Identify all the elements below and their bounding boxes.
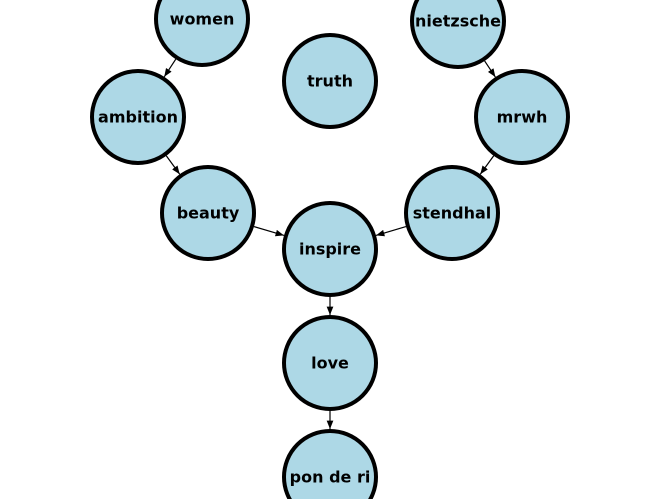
node-label: ambition (98, 108, 178, 127)
node-label: nietzsche (415, 12, 501, 31)
edge-beauty-to-inspire (253, 226, 285, 237)
node-inspire: inspire (282, 201, 378, 297)
node-beauty: beauty (160, 165, 256, 261)
edge-mrwh-to-stendhal (479, 155, 495, 175)
node-stendhal: stendhal (404, 165, 500, 261)
node-label: pon de ri (290, 468, 371, 487)
node-circle (160, 165, 256, 261)
node-circle (154, 0, 250, 67)
node-ambition: ambition (90, 69, 186, 165)
node-pon-de-ri: pon de ri (282, 429, 378, 499)
edge-nietzsche-to-mrwh (484, 60, 496, 78)
nodes-layer: women nietzsche truth ambition mrwh beauty ste… (90, 0, 570, 499)
node-circle (282, 429, 378, 499)
node-truth: truth (282, 33, 378, 129)
node-nietzsche: nietzsche (410, 0, 506, 69)
edge-stendhal-to-inspire (375, 226, 407, 237)
node-love: love (282, 315, 378, 411)
node-label: truth (307, 72, 353, 91)
edges-layer (163, 58, 496, 429)
node-label: women (170, 10, 235, 29)
edge-women-to-ambition (163, 58, 177, 78)
node-circle (474, 69, 570, 165)
node-label: stendhal (413, 204, 492, 223)
node-label: love (311, 354, 349, 373)
edge-ambition-to-beauty (165, 155, 181, 175)
node-circle (282, 201, 378, 297)
node-circle (90, 69, 186, 165)
node-label: mrwh (497, 108, 548, 127)
node-circle (410, 0, 506, 69)
node-label: beauty (177, 204, 240, 223)
node-circle (282, 315, 378, 411)
node-circle (404, 165, 500, 261)
node-mrwh: mrwh (474, 69, 570, 165)
node-label: inspire (299, 240, 361, 259)
node-circle (282, 33, 378, 129)
node-women: women (154, 0, 250, 67)
